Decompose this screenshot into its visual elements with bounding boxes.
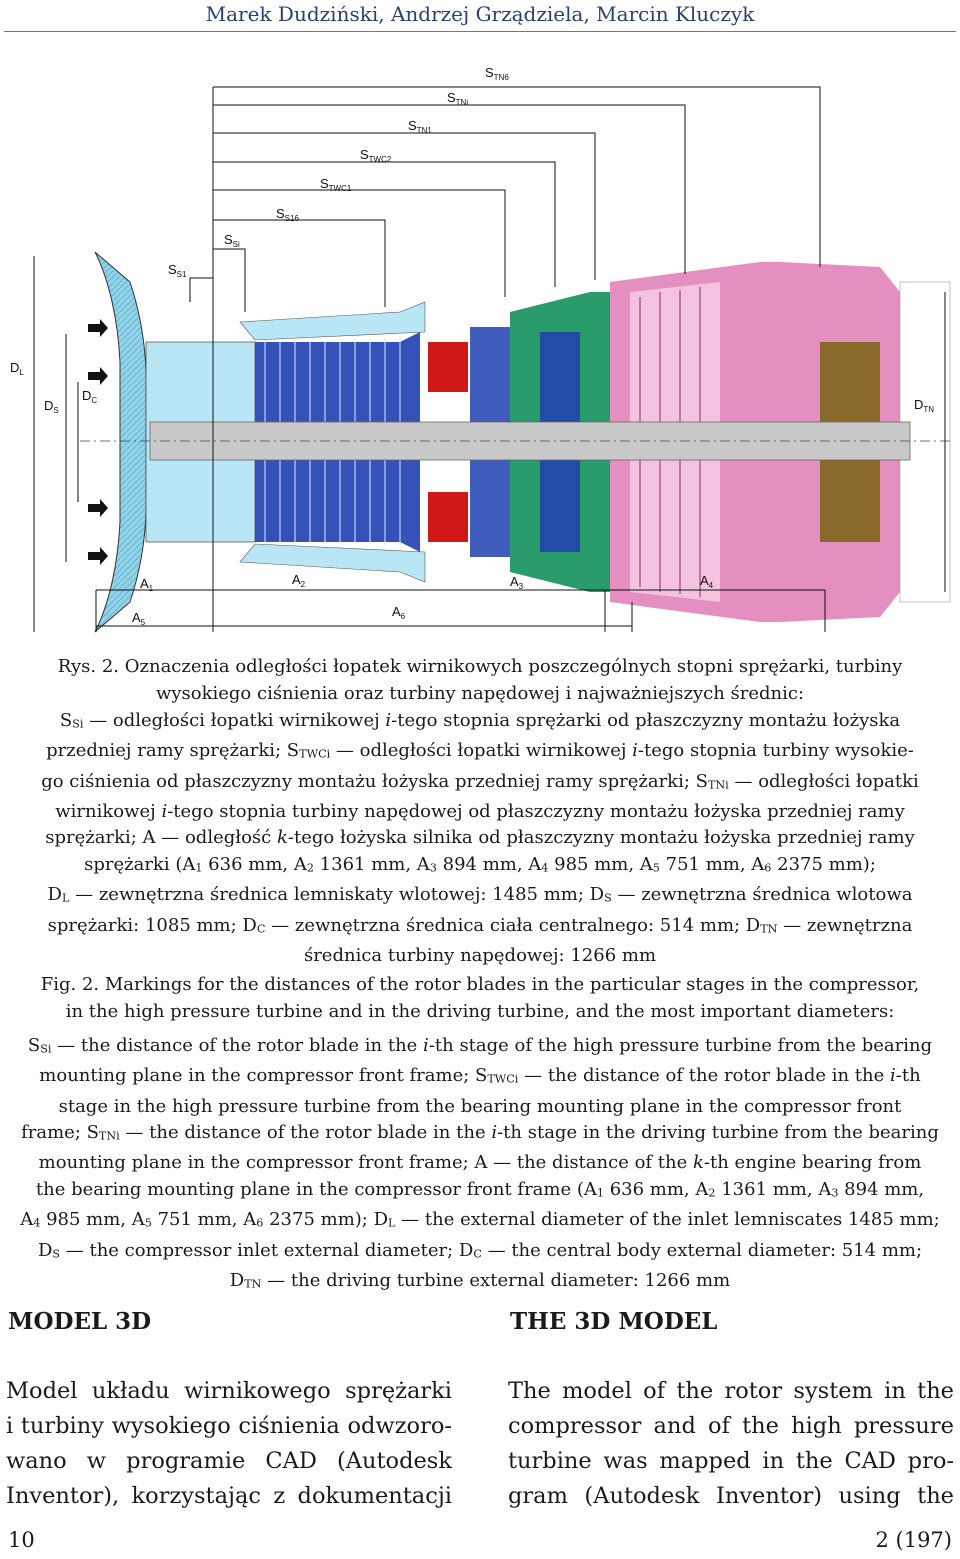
caption-en-line: SSi — the distance of the rotor blade in… — [27, 1035, 933, 1056]
a-dimension-lines — [95, 589, 826, 632]
caption-pl-line: wirnikowej i-tego stopnia turbiny napędo… — [55, 800, 905, 822]
section-heading-en: THE 3D MODEL — [510, 1308, 718, 1335]
label-dl: DL — [10, 360, 24, 377]
caption-en-line: DS — the compressor inlet external diame… — [37, 1239, 923, 1261]
label-a3: A3 — [510, 574, 524, 591]
caption-en-line: frame; STNi — the distance of the rotor … — [21, 1122, 939, 1144]
label-a5: A5 — [132, 610, 146, 627]
caption-en-line: the bearing mounting plane in the compre… — [35, 1178, 925, 1200]
label-a4: A4 — [700, 573, 714, 590]
label-dtn: DTN — [914, 397, 934, 414]
body-line: Model układu wirnikowego sprężarki — [6, 1378, 452, 1404]
body-line: Inventor), korzystając z dokumentacji — [6, 1483, 452, 1509]
caption-pl-line: go ciśnienia od płaszczyzny montażu łoży… — [41, 770, 919, 792]
header-rule — [4, 31, 956, 32]
caption-en-body: SSi — the distance of the rotor blade in… — [8, 1033, 952, 1298]
label-a6: A6 — [392, 604, 406, 621]
caption-pl-line: Rys. 2. Oznaczenia odległości łopatek wi… — [57, 656, 903, 677]
d-dimension-labels: DL DS DC DTN — [10, 360, 934, 415]
body-line: The model of the rotor system in the — [508, 1378, 954, 1404]
caption-en-line: A4 985 mm, A5 751 mm, A6 2375 mm); DL — … — [20, 1209, 940, 1231]
caption-pl-line: wysokiego ciśnienia oraz turbiny napędow… — [155, 682, 805, 704]
label-ds: DS — [44, 398, 59, 415]
caption-en-line: mounting plane in the compressor front f… — [39, 1065, 921, 1087]
caption-pl: Rys. 2. Oznaczenia odległości łopatek wi… — [8, 654, 952, 707]
caption-en-line: stage in the high pressure turbine from … — [58, 1095, 902, 1117]
body-column-en: The model of the rotor system in the com… — [508, 1374, 954, 1514]
caption-en-line: DTN — the driving turbine external diame… — [229, 1269, 731, 1291]
caption-pl-line: sprężarki (A1 636 mm, A2 1361 mm, A3 894… — [84, 853, 876, 875]
inlet-arrow-icon — [88, 319, 108, 565]
label-dc: DC — [82, 388, 97, 405]
label-ss16: SS16 — [276, 206, 299, 223]
label-a2: A2 — [292, 572, 306, 589]
label-ss1: SS1 — [168, 262, 187, 279]
label-stn1: STN1 — [408, 118, 432, 135]
header-authors: Marek Dudziński, Andrzej Grządziela, Mar… — [205, 2, 755, 26]
caption-pl-line: sprężarki; A — odległość k-tego łożyska … — [45, 827, 915, 849]
body-line: compressor and of the high pressure — [508, 1413, 954, 1439]
page-number-right: 2 (197) — [875, 1528, 952, 1552]
caption-pl-line: przedniej ramy sprężarki; STWCi — odległ… — [46, 740, 914, 762]
caption-en-line: in the high pressure turbine and in the … — [65, 1000, 895, 1022]
body-column-pl: Model układu wirnikowego sprężarki i tur… — [6, 1374, 452, 1514]
section-heading-pl: MODEL 3D — [8, 1308, 152, 1335]
caption-pl-line: SSi — odległości łopatki wirnikowej i-te… — [59, 710, 901, 731]
running-header: Marek Dudziński, Andrzej Grządziela, Mar… — [0, 0, 960, 30]
caption-pl-line: średnica turbiny napędowej: 1266 mm — [303, 944, 657, 966]
caption-en-line: Fig. 2. Markings for the distances of th… — [40, 974, 920, 995]
label-stwc1: STWC1 — [320, 176, 352, 193]
body-line: i turbiny wysokiego ciśnienia odwzoro- — [6, 1413, 452, 1439]
d-dimension-lines — [33, 256, 946, 632]
caption-en-line: mounting plane in the compressor front f… — [38, 1152, 922, 1174]
body-line: gram (Autodesk Inventor) using the — [508, 1483, 954, 1509]
caption-en: Fig. 2. Markings for the distances of th… — [8, 972, 952, 1025]
body-line: turbine was mapped in the CAD pro- — [508, 1448, 954, 1474]
label-ssi: SSi — [224, 232, 240, 249]
label-stwc2: STWC2 — [360, 147, 392, 164]
engine-cross-section-figure: SS1 SSi SS16 STWC1 STWC2 STN1 STNi STN6 … — [10, 65, 951, 633]
label-a1: A1 — [140, 576, 154, 593]
caption-pl-body: SSi — odległości łopatki wirnikowej i-te… — [8, 708, 952, 969]
caption-pl-line: sprężarki: 1085 mm; DC — zewnętrzna śred… — [47, 914, 913, 936]
a-dimension-labels: A1 A2 A3 A4 A5 A6 — [132, 572, 714, 627]
body-line: wano w programie CAD (Autodesk — [6, 1448, 452, 1474]
page-number-left: 10 — [8, 1528, 35, 1552]
caption-pl-line: DL — zewnętrzna średnica lemniskaty wlot… — [47, 884, 913, 906]
s-dimension-lines — [189, 86, 821, 632]
label-stn6: STN6 — [485, 65, 509, 82]
s-dimension-labels: SS1 SSi SS16 STWC1 STWC2 STN1 STNi STN6 — [168, 65, 509, 279]
label-stni: STNi — [447, 90, 468, 107]
